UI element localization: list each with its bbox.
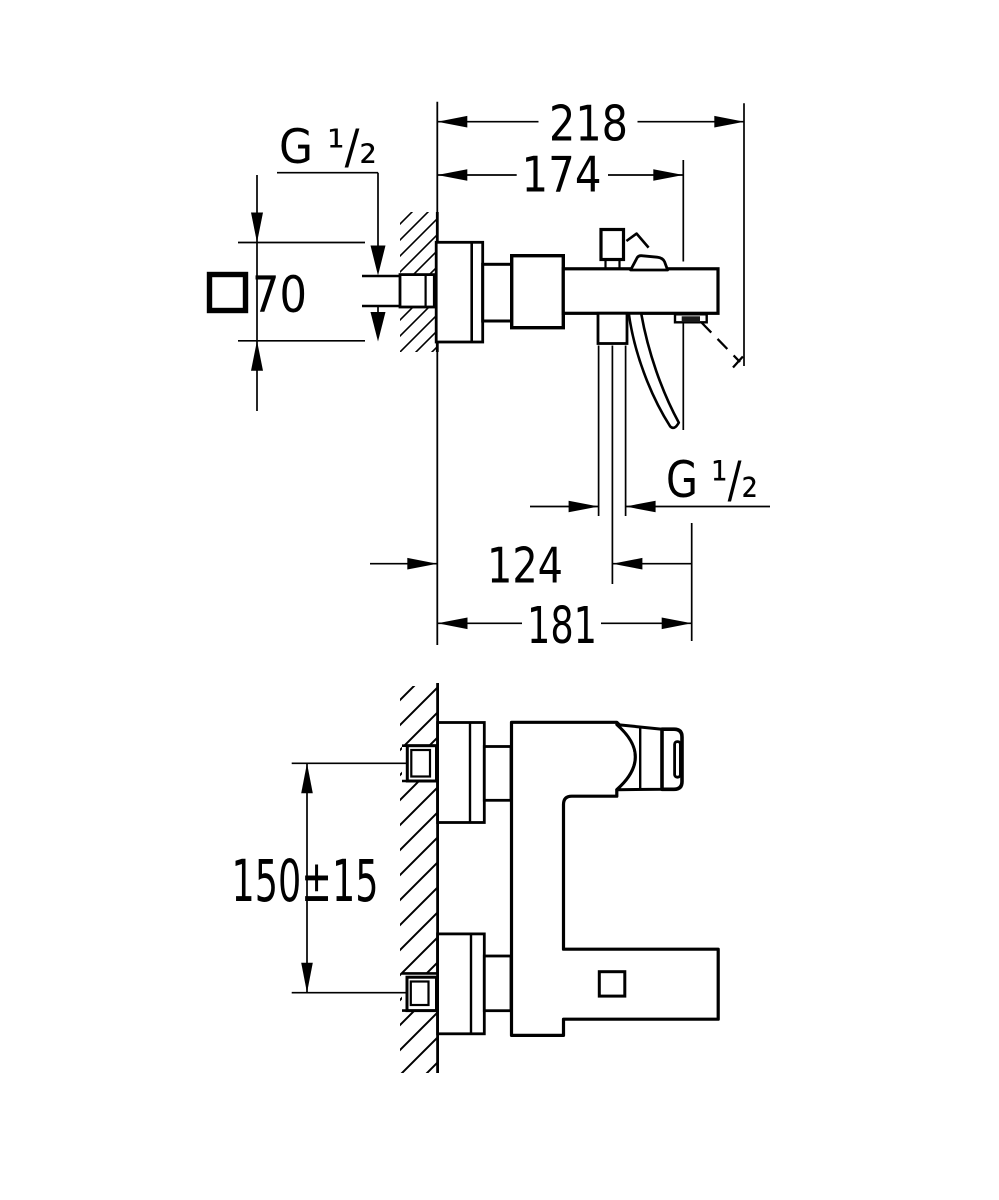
union-nut	[398, 273, 436, 309]
dimension-150-label: 150±15	[232, 847, 379, 915]
dimension-181: 181	[437, 597, 692, 656]
outlet-thread-callout: G ¹/₂	[530, 451, 770, 513]
dimension-218-label: 218	[549, 96, 628, 153]
lever-handle	[625, 232, 681, 430]
body-bar	[561, 267, 720, 315]
dimension-174-label: 174	[522, 147, 602, 204]
connector	[481, 262, 514, 323]
wall-hatch	[400, 686, 437, 1073]
dimension-70-label: 70	[252, 266, 307, 324]
aerator-outlet	[673, 313, 708, 324]
front-view: 150±15	[232, 683, 720, 1073]
dimension-150: 150±15	[232, 762, 408, 994]
dimension-124: 124	[370, 538, 692, 595]
dimension-218: 218	[437, 96, 745, 153]
square-symbol	[206, 271, 249, 314]
dimension-70: 70	[206, 175, 365, 411]
side-view: 218 174 G ¹/₂ 70	[206, 96, 770, 656]
diverter-knob	[599, 227, 626, 269]
inlet-thread-label: G ¹/₂	[279, 120, 377, 175]
lower-connection	[402, 932, 513, 1036]
extension-lines	[597, 103, 745, 641]
outlet-thread-label: G ¹/₂	[666, 451, 758, 509]
dimension-124-label: 124	[487, 538, 563, 595]
dimension-174: 174	[437, 147, 684, 204]
valve-block	[510, 253, 566, 330]
spout-outlet-opening	[597, 970, 627, 998]
upper-connection	[402, 721, 513, 824]
shower-outlet	[596, 311, 629, 345]
dimension-181-label: 181	[527, 597, 597, 656]
inlet-thread-callout: G ¹/₂	[277, 120, 386, 342]
escutcheon	[434, 240, 485, 344]
hose-direction	[700, 321, 744, 369]
handle-end	[615, 723, 684, 792]
